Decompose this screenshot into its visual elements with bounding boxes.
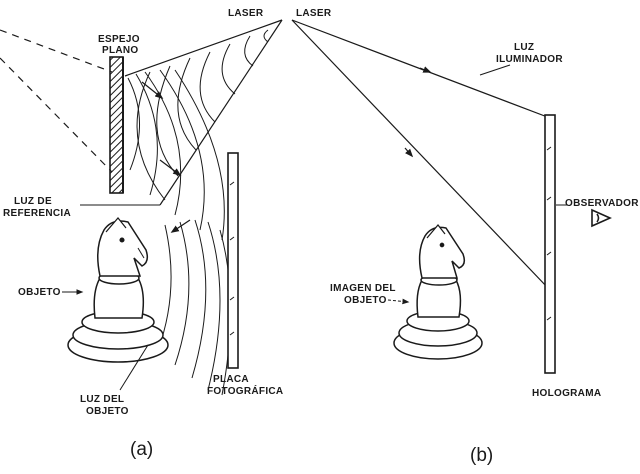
illuminating-ray-lower: [291, 19, 549, 289]
plate-label-line1: PLACA: [213, 374, 249, 385]
caption-b: (b): [470, 445, 494, 466]
mirror-label-line1: ESPEJO: [98, 34, 140, 45]
object-light-waves: [157, 219, 232, 396]
image-label-line2: OBJETO: [344, 295, 387, 306]
reflected-wavefronts: [127, 69, 225, 241]
laser-label-a: LASER: [228, 8, 264, 19]
object-light-label-line1: LUZ DEL: [80, 394, 125, 405]
laser-label-b: LASER: [296, 8, 332, 19]
reference-arrow: [159, 159, 182, 177]
illum-label-line2: ILUMINADOR: [496, 54, 563, 65]
observer-eye-icon: [591, 208, 612, 228]
photographic-plate: [227, 152, 239, 369]
reference-label-line2: REFERENCIA: [3, 208, 72, 219]
caption-a: (a): [130, 439, 154, 460]
plate-label-line2: FOTOGRÁFICA: [207, 386, 284, 397]
flat-mirror: [109, 56, 124, 194]
knight-object: [67, 217, 169, 363]
panel-a: [0, 19, 283, 396]
laser-beam-upper: [124, 19, 283, 77]
illum-leader: [479, 64, 511, 76]
observer-label: OBSERVADOR: [565, 198, 639, 209]
hologram-label: HOLOGRAMA: [532, 388, 602, 399]
object-light-arrow: [170, 219, 191, 233]
knight-image: [393, 224, 483, 360]
object-light-label-line2: OBJETO: [86, 406, 129, 417]
object-label: OBJETO: [18, 287, 61, 298]
reference-label-line1: LUZ DE: [14, 196, 52, 207]
virtual-ray-lower: [0, 57, 113, 173]
panel-b: [291, 19, 612, 374]
mirror-reflection-arrow: [141, 81, 164, 100]
virtual-ray-upper: [0, 29, 113, 73]
illum-label-line1: LUZ: [514, 42, 535, 53]
image-leader: [387, 298, 410, 305]
laser-wavefronts: [136, 29, 269, 201]
hologram-plate: [544, 114, 556, 374]
mirror-label-line2: PLANO: [102, 45, 139, 56]
object-light-leader: [119, 344, 149, 391]
image-label-line1: IMAGEN DEL: [330, 283, 396, 294]
